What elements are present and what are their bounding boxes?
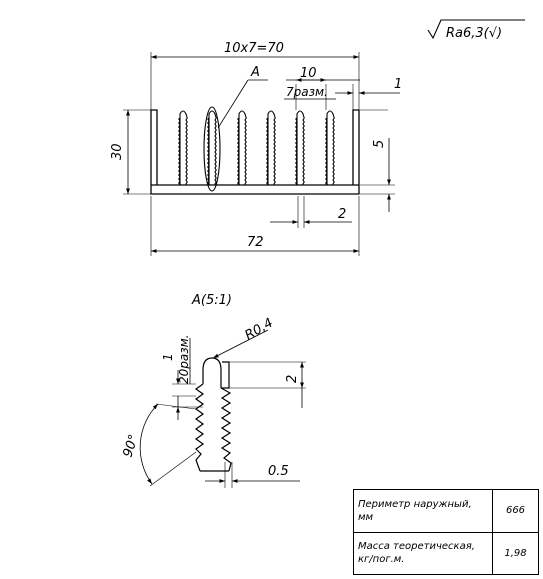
view-marker-a: A xyxy=(250,65,260,80)
dim-fin-spacing: 10 xyxy=(300,66,317,81)
dim-fin-count-note: 7разм. xyxy=(286,85,328,99)
fin-serration xyxy=(295,117,298,186)
fin-serration xyxy=(266,117,269,186)
dim-radius: R0,4 xyxy=(243,316,276,344)
dim-fin-base-height: 5 xyxy=(372,140,387,148)
dim-width: 72 xyxy=(247,235,264,250)
fin-serration xyxy=(178,117,181,186)
dim-tooth-thickness: 1 xyxy=(161,353,175,361)
fin-serration xyxy=(207,117,210,186)
property-name: Масса теоретическая, кг/пог.м. xyxy=(353,531,493,575)
dim-tooth-count: 20разм. xyxy=(177,335,191,385)
surface-finish-label: Ra6,3(√) xyxy=(446,26,502,41)
dim-fin-height-detail: 2 xyxy=(285,375,300,383)
table-row: Масса теоретическая, кг/пог.м. 1,98 xyxy=(353,531,539,575)
fin xyxy=(238,110,247,185)
dim-angle: 90° xyxy=(121,433,142,460)
fin-serration xyxy=(325,117,328,186)
property-name: Периметр наружный, мм xyxy=(353,489,493,533)
fin-serration xyxy=(237,117,240,186)
surface-finish-symbol xyxy=(427,19,525,40)
property-value: 1,98 xyxy=(492,531,539,575)
dim-tooth-pitch: 0.5 xyxy=(268,464,289,479)
fin-group xyxy=(178,110,335,186)
fin xyxy=(267,110,276,185)
dim-fin-thickness: 1 xyxy=(394,77,402,92)
dim-base-thickness: 2 xyxy=(338,207,346,222)
fin xyxy=(179,110,188,185)
dim-height: 30 xyxy=(110,143,125,160)
detail-fin-profile xyxy=(194,357,232,472)
properties-table: Периметр наружный, мм 666 Масса теоретич… xyxy=(353,489,539,575)
detail-callout-ellipse xyxy=(203,106,221,192)
fin xyxy=(326,110,335,185)
detail-view-title: A(5:1) xyxy=(191,293,232,308)
heatsink-profile xyxy=(150,109,360,195)
fin xyxy=(296,110,305,185)
property-value: 666 xyxy=(492,489,539,533)
dim-total-pitch: 10x7=70 xyxy=(224,41,284,56)
table-row: Периметр наружный, мм 666 xyxy=(353,489,539,533)
fin xyxy=(208,110,217,185)
